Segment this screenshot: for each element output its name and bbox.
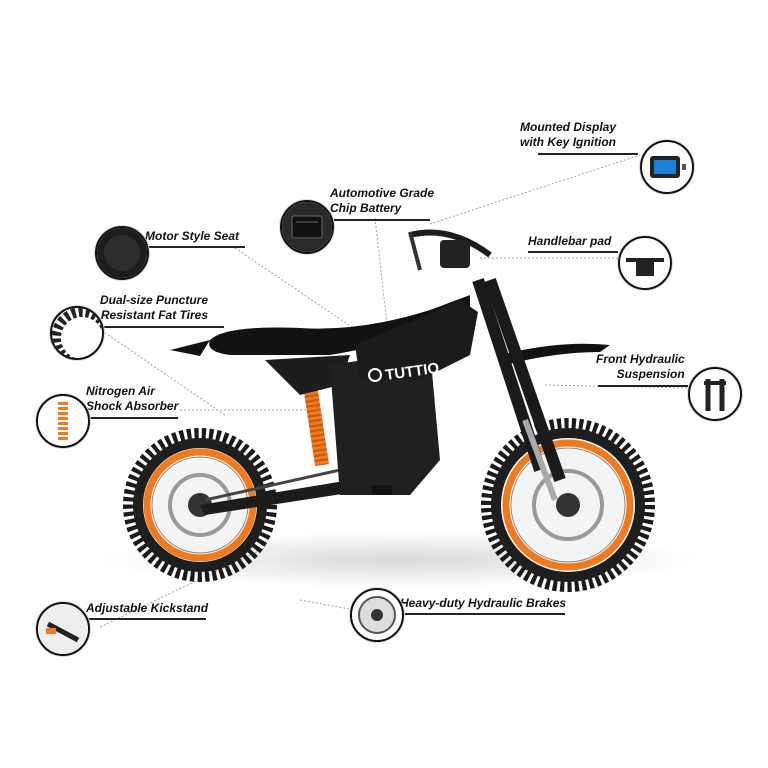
- swingarm: [200, 480, 355, 515]
- feature-line: Dual-size Puncture: [100, 293, 209, 307]
- underline: [598, 385, 688, 387]
- seat: [209, 295, 470, 355]
- underline: [86, 417, 178, 419]
- underline: [86, 618, 206, 620]
- feature-line: Automotive Grade: [330, 186, 435, 200]
- shock-bubble: [36, 394, 90, 448]
- front-fork: [472, 278, 566, 502]
- rear-subframe: [265, 355, 350, 395]
- shock-absorber: [303, 383, 329, 467]
- battery-bubble: [280, 200, 334, 254]
- brake-bubble: [350, 588, 404, 642]
- handlebar: [408, 229, 492, 271]
- battery-icon: [282, 202, 332, 252]
- battery-body: [330, 350, 440, 495]
- fork-bubble: [688, 367, 742, 421]
- handlebar-bubble: [618, 236, 672, 290]
- feature-label-front-suspension: Front Hydraulic Suspension: [596, 352, 685, 382]
- underline: [400, 613, 565, 615]
- seat-icon: [97, 228, 147, 278]
- side-panel: [355, 300, 478, 380]
- display-bubble: [640, 140, 694, 194]
- feature-line: Nitrogen Air: [86, 384, 155, 398]
- feature-line: Heavy-duty Hydraulic Brakes: [400, 596, 567, 610]
- handlebar-icon: [626, 258, 664, 276]
- tire-icon: [52, 308, 102, 358]
- underline: [145, 246, 245, 248]
- rear-fender: [170, 340, 210, 356]
- underline: [104, 326, 224, 328]
- feature-line: Front Hydraulic: [596, 352, 685, 366]
- kickstand-bubble: [36, 602, 90, 656]
- kickstand-icon: [38, 604, 88, 654]
- feature-line: with Key Ignition: [520, 135, 617, 149]
- tire-bubble: [50, 306, 104, 360]
- feature-label-display: Mounted Display with Key Ignition: [520, 120, 616, 150]
- feature-label-kickstand: Adjustable Kickstand: [86, 601, 208, 616]
- underline: [330, 219, 430, 221]
- shock-icon: [58, 402, 68, 440]
- feature-label-seat: Motor Style Seat: [145, 229, 239, 244]
- chain: [204, 468, 341, 502]
- underline: [528, 251, 618, 253]
- feature-line: Mounted Display: [520, 120, 617, 134]
- display-icon: [650, 156, 686, 178]
- feature-label-battery: Automotive Grade Chip Battery: [330, 186, 434, 216]
- brake-icon: [358, 596, 396, 634]
- feature-label-tires: Dual-size Puncture Resistant Fat Tires: [100, 293, 208, 323]
- feature-line: Motor Style Seat: [145, 229, 240, 243]
- underline: [538, 153, 638, 155]
- front-fender: [500, 343, 610, 365]
- feature-label-brakes: Heavy-duty Hydraulic Brakes: [400, 596, 566, 611]
- feature-line: Adjustable Kickstand: [86, 601, 209, 615]
- fork-icon: [704, 379, 726, 411]
- feature-line: Shock Absorber: [86, 399, 179, 413]
- feature-line: Chip Battery: [330, 201, 402, 215]
- feature-label-handlebar: Handlebar pad: [528, 234, 611, 249]
- feature-line: Suspension: [616, 367, 685, 381]
- feature-label-shock: Nitrogen Air Shock Absorber: [86, 384, 178, 414]
- seat-bubble: [95, 226, 149, 280]
- feature-line: Handlebar pad: [528, 234, 612, 248]
- feature-line: Resistant Fat Tires: [100, 308, 209, 322]
- front-wheel: [481, 418, 655, 592]
